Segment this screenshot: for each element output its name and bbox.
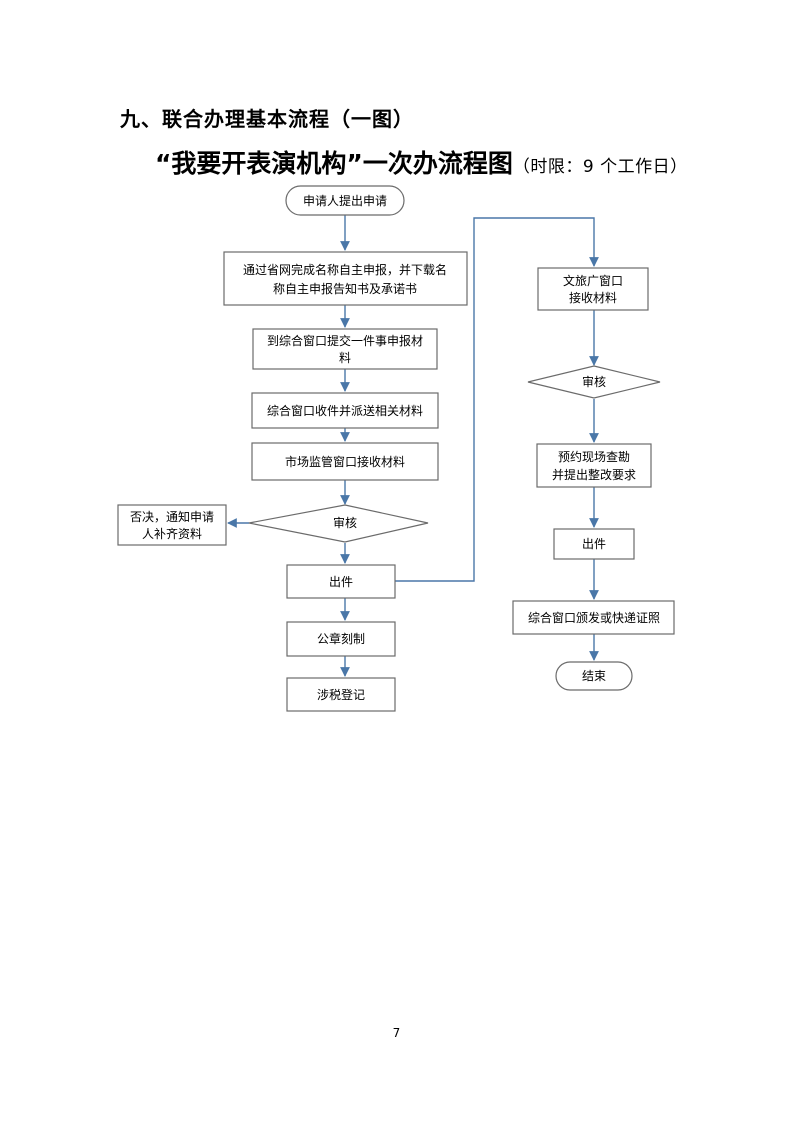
inspect-line1: 预约现场查勘: [558, 449, 630, 464]
online-declaration-line2: 称自主申报告知书及承诺书: [273, 281, 417, 296]
submit-materials-line1: 到综合窗口提交一件事申报材: [267, 333, 423, 348]
culture-receive-line2: 接收材料: [569, 290, 617, 305]
culture-receive-box: [537, 267, 649, 311]
node-submit-materials: 到综合窗口提交一件事申报材 料: [252, 328, 438, 370]
tax-label: 涉税登记: [317, 687, 365, 702]
node-seal: 公章刻制: [286, 621, 396, 657]
flow-connectors: [227, 215, 599, 677]
node-review2: 审核: [527, 365, 661, 399]
reject-line2: 人补齐资料: [142, 526, 202, 541]
seal-label: 公章刻制: [317, 631, 365, 646]
node-start: 申请人提出申请: [285, 185, 405, 216]
node-dispatch: 综合窗口收件并派送相关材料: [251, 392, 439, 429]
online-declaration-box: [223, 251, 468, 306]
page-number: 7: [392, 1026, 401, 1040]
start-terminator: [285, 185, 405, 216]
chart-title-time-limit: （时限：9 个工作日）: [512, 157, 688, 177]
node-issue1: 出件: [286, 564, 396, 599]
start-label: 申请人提出申请: [303, 193, 387, 208]
deliver-label: 综合窗口颁发或快递证照: [528, 610, 660, 625]
culture-receive-line1: 文旅广窗口: [563, 273, 623, 288]
inspect-line2: 并提出整改要求: [552, 467, 636, 482]
review1-label: 审核: [333, 515, 357, 530]
dispatch-label: 综合窗口收件并派送相关材料: [267, 403, 423, 418]
connector-issue-to-culture: [395, 217, 599, 582]
review2-label: 审核: [582, 374, 606, 389]
node-market-receive: 市场监管窗口接收材料: [251, 442, 439, 481]
issue2-box: [553, 528, 635, 560]
deliver-box: [512, 600, 675, 635]
inspect-box: [536, 443, 652, 488]
issue1-label: 出件: [329, 575, 353, 589]
node-review1: 审核: [248, 504, 429, 543]
submit-materials-line2: 料: [339, 351, 351, 365]
dispatch-box: [251, 392, 439, 429]
market-receive-box: [251, 442, 439, 481]
node-inspect: 预约现场查勘 并提出整改要求: [536, 443, 652, 488]
issue2-label: 出件: [582, 537, 606, 551]
review2-diamond: [527, 365, 661, 399]
node-issue2: 出件: [553, 528, 635, 560]
node-tax: 涉税登记: [286, 677, 396, 712]
issue1-box: [286, 564, 396, 599]
seal-box: [286, 621, 396, 657]
tax-box: [286, 677, 396, 712]
online-declaration-line1: 通过省网完成名称自主申报，并下载名: [243, 262, 447, 277]
node-end: 结束: [555, 661, 633, 691]
chart-title-main: “我要开表演机构”一次办流程图: [155, 149, 513, 178]
submit-materials-box: [252, 328, 438, 370]
node-reject: 否决，通知申请 人补齐资料: [117, 504, 227, 546]
node-culture-receive: 文旅广窗口 接收材料: [537, 267, 649, 311]
node-deliver: 综合窗口颁发或快递证照: [512, 600, 675, 635]
reject-box: [117, 504, 227, 546]
node-online-declaration: 通过省网完成名称自主申报，并下载名 称自主申报告知书及承诺书: [223, 251, 468, 306]
end-terminator: [555, 661, 633, 691]
end-label: 结束: [582, 669, 606, 683]
market-receive-label: 市场监管窗口接收材料: [285, 454, 405, 469]
review1-diamond: [248, 504, 429, 543]
section-title: 九、联合办理基本流程（一图）: [120, 107, 414, 131]
reject-line1: 否决，通知申请: [130, 510, 214, 524]
chart-title: “我要开表演机构”一次办流程图（时限：9 个工作日）: [155, 144, 688, 180]
